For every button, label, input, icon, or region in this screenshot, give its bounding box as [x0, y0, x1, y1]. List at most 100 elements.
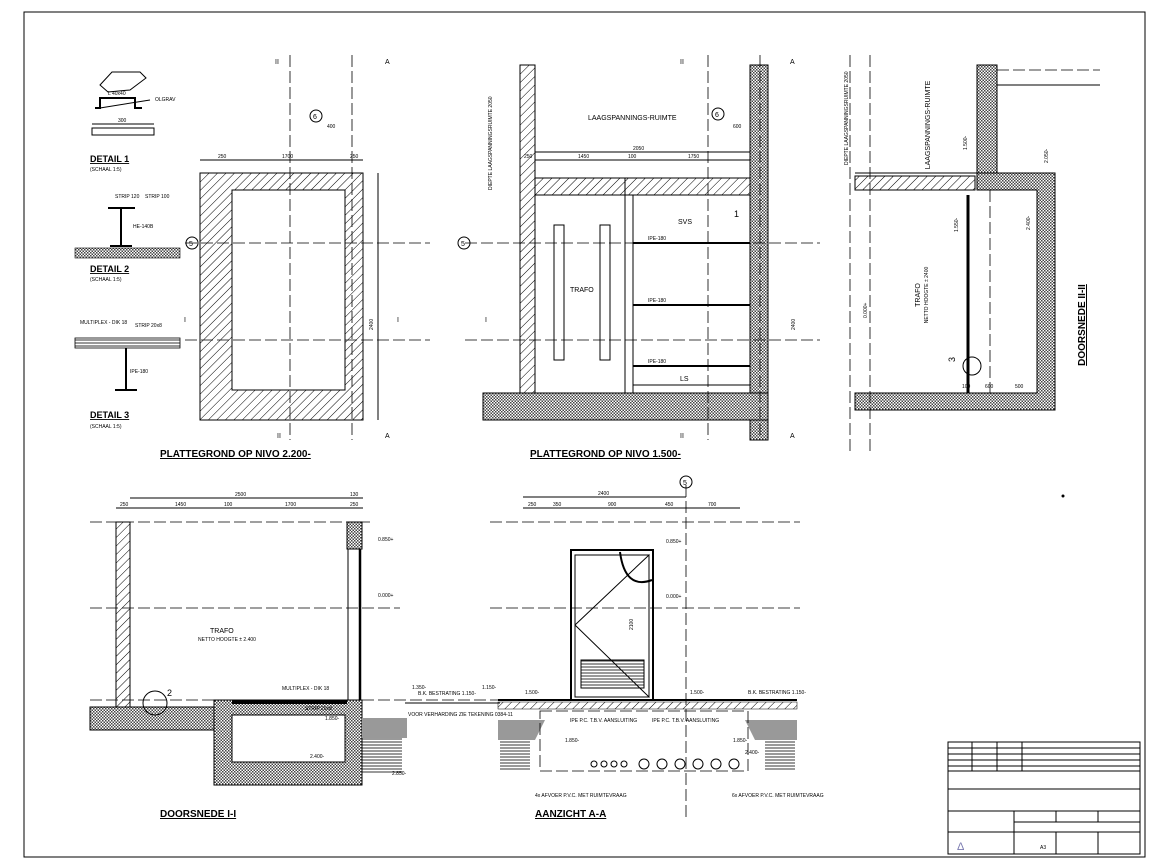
- detail-3-label: STRIP 20x8: [135, 323, 162, 329]
- level-marker: 1.550-: [954, 217, 960, 232]
- dimension: 250: [524, 154, 533, 160]
- detail-2-label: STRIP 100: [145, 194, 170, 200]
- level-marker: 2.400-: [1026, 215, 1032, 230]
- detail-1-dim: 300: [118, 118, 127, 124]
- dimension: 100: [224, 502, 233, 508]
- level-marker: 2.050-: [1044, 148, 1050, 163]
- plan-nivo-1500: 2050 250 1450 100 1750 600 2400 LAAGSPAN…: [457, 55, 820, 460]
- section-I-title: DOORSNEDE I-I: [160, 809, 236, 820]
- dimension: 1450: [175, 502, 186, 508]
- grid-label-I: I: [397, 317, 399, 324]
- annotation: 4x AFVOER P.V.C. MET RUIMTEVRAAG: [535, 793, 627, 799]
- section-I-I: 2500 250 1450 100 1700 250 130 TRAFO NET…: [89, 492, 513, 820]
- dimension: 1750: [688, 154, 699, 160]
- grid-label-A: A: [385, 59, 390, 66]
- dimension: 1450: [578, 154, 589, 160]
- grid-label-II: II: [680, 59, 684, 66]
- detail-1: L 40x40 OLGRAV 300 DETAIL 1 (SCHAAL 1:5): [90, 71, 176, 173]
- detail-1-title: DETAIL 1: [90, 154, 129, 164]
- pipe-row: [590, 758, 740, 770]
- plan-nivo-2200: II A II A 5 6 I I 400 250 1700 250 2400 …: [160, 55, 430, 460]
- dimension: 100: [628, 154, 637, 160]
- dimension: 2400: [791, 319, 797, 330]
- dimension: 250: [120, 502, 129, 508]
- level-marker: 1.150-: [482, 685, 497, 691]
- beam-label: IPE-180: [648, 236, 666, 242]
- vertical-note: DIEPTE LAAGSPANNINGSRUIMTE 2050: [488, 96, 494, 190]
- level-marker: 1.500-: [690, 690, 705, 696]
- dimension: 900: [608, 502, 617, 508]
- grid-label-A: A: [385, 433, 390, 440]
- detail-2-label: STRIP 120: [115, 194, 140, 200]
- detail-1-label: OLGRAV: [155, 97, 176, 103]
- grid-label-A: A: [790, 59, 795, 66]
- grid-label-A: A: [790, 433, 795, 440]
- detail-3-scale: (SCHAAL 1:5): [90, 424, 122, 430]
- beam-label: IPE-180: [648, 359, 666, 365]
- level-marker: 1.500-: [963, 135, 969, 150]
- dimension: 250: [528, 502, 537, 508]
- dimension: 500: [1015, 384, 1024, 390]
- company-logo: Δ: [957, 841, 965, 853]
- grid-bubble-6: 6: [313, 114, 317, 121]
- detail-3-label: MULTIPLEX - DIK 18: [80, 320, 127, 326]
- sheet-size: A3: [1040, 845, 1046, 851]
- detail-2: HE-140B STRIP 120 STRIP 100 DETAIL 2 (SC…: [74, 194, 181, 283]
- room-label-trafo: TRAFO: [210, 628, 234, 635]
- grid-label-I: I: [485, 317, 487, 324]
- room-note: NETTO HOOGTE ± 2400: [924, 267, 930, 324]
- detail-2-label: HE-140B: [133, 224, 154, 230]
- dimension: 350: [553, 502, 562, 508]
- detail-2-scale: (SCHAAL 1:5): [90, 277, 122, 283]
- grid-label-II: II: [680, 433, 684, 440]
- detail-marker-3: 3: [947, 357, 957, 362]
- detail-2-title: DETAIL 2: [90, 264, 129, 274]
- plan-2200-title: PLATTEGROND OP NIVO 2.200-: [160, 449, 311, 460]
- annotation: 6x AFVOER P.V.C. MET RUIMTEVRAAG: [732, 793, 824, 799]
- level-marker: 1.500-: [525, 690, 540, 696]
- room-label-laagspanning: LAAGSPANNINGS-RUIMTE: [588, 115, 677, 122]
- dimension: 250: [350, 154, 359, 160]
- grid-bubble-5: 5: [461, 241, 465, 248]
- level-marker: 2.850-: [392, 771, 407, 777]
- detail-1-iso-sketch: [99, 71, 147, 93]
- dimension: 1700: [285, 502, 296, 508]
- room-note: NETTO HOOGTE ± 2.400: [198, 637, 256, 643]
- annotation: MULTIPLEX - DIK 18: [282, 686, 329, 692]
- level-marker: 2.400-: [310, 754, 325, 760]
- detail-3-title: DETAIL 3: [90, 410, 129, 420]
- level-marker: 0.850+: [378, 537, 394, 543]
- title-block: Δ A3: [947, 741, 1141, 855]
- dimension: 2400: [598, 491, 609, 497]
- detail-1-label: L 40x40: [108, 91, 126, 97]
- sheet-border: [23, 11, 1146, 858]
- dimension: 600: [733, 124, 742, 130]
- level-marker: 1.850-: [565, 738, 580, 744]
- dimension: 2050: [633, 146, 644, 152]
- grid-label-I: I: [184, 317, 186, 324]
- level-marker: 0.850+: [666, 539, 682, 545]
- section-II-II: LAAGSPANNINGS-RUIMTE TRAFO NETTO HOOGTE …: [844, 55, 1100, 455]
- grid-bubble-5: 5: [189, 241, 193, 248]
- dimension: 100: [962, 384, 971, 390]
- dimension: 250: [218, 154, 227, 160]
- grid-label-II: II: [277, 433, 281, 440]
- level-marker: 0.000+: [863, 302, 869, 318]
- detail-marker-1: 1: [734, 209, 739, 219]
- plan-1500-title: PLATTEGROND OP NIVO 1.500-: [530, 449, 681, 460]
- annotation: IPE P.C. T.B.V. AANSLUITING: [570, 718, 637, 724]
- level-marker: 0.000+: [666, 594, 682, 600]
- elevation-A-A: 5 2400 250 350 900 450 700 2100 0.850+: [490, 475, 824, 820]
- annotation: IPE P.C. T.B.V. AANSLUITING: [652, 718, 719, 724]
- room-label-svs: SVS: [678, 219, 692, 226]
- dimension: 1700: [282, 154, 293, 160]
- dimension: 130: [350, 492, 359, 498]
- vertical-note: DIEPTE LAAGSPANNINGSRUIMTE 2050: [844, 71, 850, 165]
- grid-bubble-6: 6: [715, 112, 719, 119]
- room-label-trafo: TRAFO: [915, 283, 922, 307]
- level-marker: 0.000+: [378, 593, 394, 599]
- section-II-title: DOORSNEDE II-II: [1077, 284, 1088, 366]
- beam-label: IPE-180: [648, 298, 666, 304]
- annotation: STRIP 20x8: [305, 706, 332, 712]
